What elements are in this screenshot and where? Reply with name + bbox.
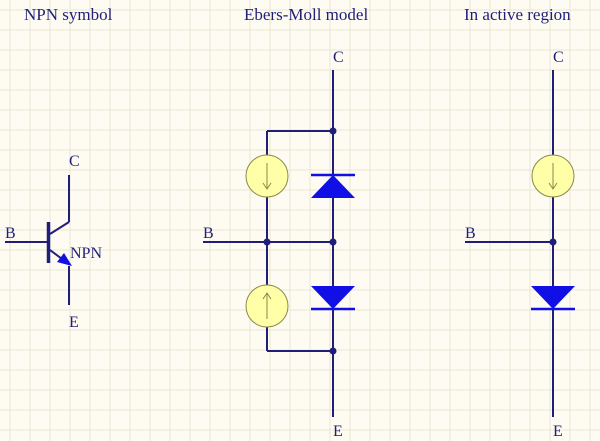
down-arrow-icon — [548, 163, 558, 190]
npn-collector-diagonal — [49, 221, 70, 235]
em-diode-collector — [311, 173, 355, 198]
npn-emitter-label: E — [69, 314, 79, 331]
em-diode-emitter — [311, 286, 355, 311]
npn-device-label: NPN — [70, 245, 102, 262]
npn-transistor-symbol: C B E NPN — [5, 153, 102, 331]
act-node-base — [549, 238, 557, 246]
up-arrow-icon — [262, 292, 272, 319]
em-emitter-label: E — [333, 423, 343, 440]
npn-base-label: B — [5, 225, 16, 242]
down-arrow-icon — [262, 163, 272, 190]
npn-emitter-arrow — [57, 253, 72, 266]
em-node-base-right — [329, 238, 337, 246]
em-base-label: B — [203, 225, 214, 242]
act-diode-emitter — [531, 286, 575, 311]
npn-collector-label: C — [69, 153, 80, 170]
npn-emitter-diagonal — [49, 249, 63, 260]
act-collector-label: C — [553, 49, 564, 66]
act-base-label: B — [465, 225, 476, 242]
em-node-top-right — [329, 127, 337, 135]
em-node-base-left — [263, 238, 271, 246]
title-npn-symbol: NPN symbol — [24, 5, 113, 24]
em-node-bottom-right — [329, 347, 337, 355]
act-emitter-label: E — [553, 423, 563, 440]
active-region-circuit: C B E — [465, 49, 575, 440]
title-active-region: In active region — [464, 5, 571, 24]
title-ebers-moll: Ebers-Moll model — [244, 5, 368, 24]
ebers-moll-circuit: C B E — [203, 49, 355, 440]
em-collector-label: C — [333, 49, 344, 66]
